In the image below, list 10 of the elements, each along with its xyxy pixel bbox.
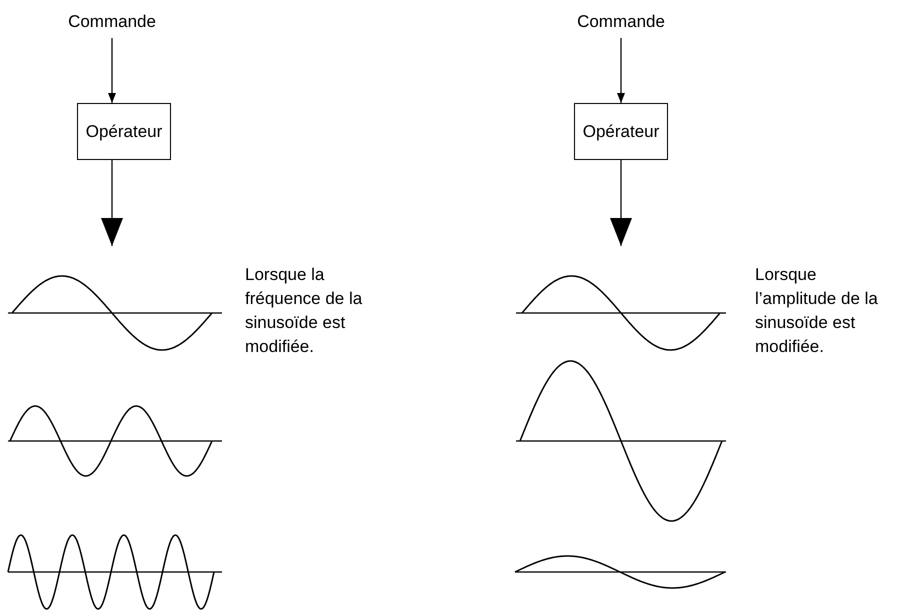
input-label: Commande [62,10,162,34]
description-text: Lorsque l’amplitude de la sinusoïde est modifiée. [755,264,879,358]
arrow [617,38,625,103]
arrow [610,160,632,246]
process-box: Opérateur [574,103,668,160]
description-text: Lorsque la fréquence de la sinusoïde est modifiée. [245,264,364,358]
arrow [101,160,123,246]
input-label: Commande [571,10,671,34]
arrow [108,38,116,103]
process-box: Opérateur [77,103,171,160]
